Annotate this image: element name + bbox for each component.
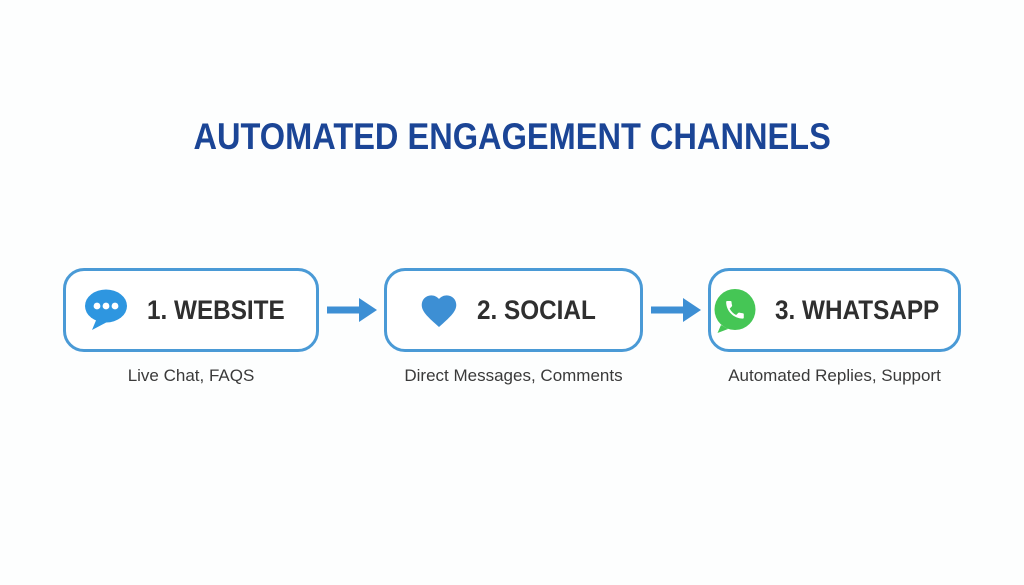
heart-icon [421,295,457,328]
arrow-cell [643,268,708,352]
channel-box-whatsapp: 3. WHATSAPP [708,268,961,352]
channel-label: 2. SOCIAL [476,294,596,325]
channels-flow: 1. WEBSITE Live Chat, FAQS 2. SOCIAL Dir… [0,268,1024,386]
channel-box-social: 2. SOCIAL [384,268,643,352]
right-arrow-icon [650,298,701,322]
chat-bubble-icon [84,289,127,330]
arrow-cell [319,268,384,352]
channel-label: 1. WEBSITE [146,294,285,325]
channel-box-website: 1. WEBSITE [63,268,319,352]
whatsapp-icon [714,288,756,333]
page-title-text: AUTOMATED ENGAGEMENT CHANNELS [193,116,831,157]
right-arrow-icon [326,298,377,322]
channel-subtitle: Automated Replies, Support [728,366,941,385]
channel-subtitle: Direct Messages, Comments [404,366,623,385]
channel-subtitle: Live Chat, FAQS [127,366,255,385]
channel-group-social: 2. SOCIAL Direct Messages, Comments [384,268,643,386]
channel-label: 3. WHATSAPP [775,294,940,325]
page-title: AUTOMATED ENGAGEMENT CHANNELS [0,116,1024,158]
channel-group-website: 1. WEBSITE Live Chat, FAQS [63,268,319,386]
channel-group-whatsapp: 3. WHATSAPP Automated Replies, Support [708,268,961,386]
